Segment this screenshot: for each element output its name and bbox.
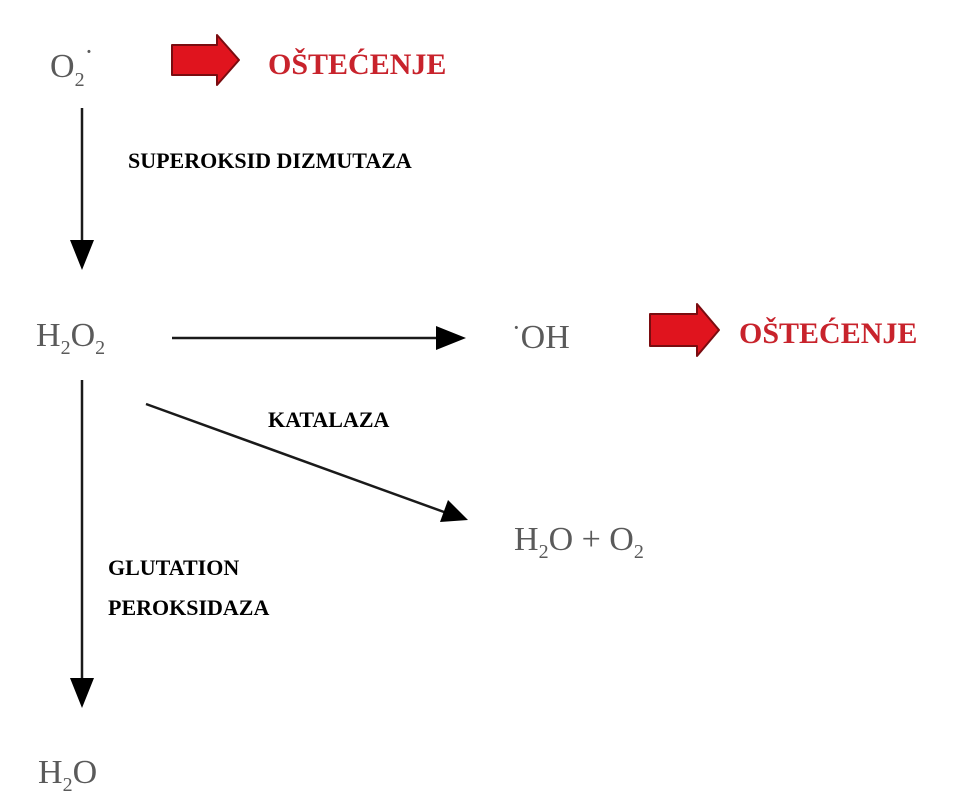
superoxide-subscript: 2 (75, 69, 85, 91)
wo-h: H (514, 521, 539, 558)
sod-enzyme-label: SUPEROKSID DIZMUTAZA (128, 148, 412, 173)
superoxide-base: O (50, 48, 75, 85)
red-block-arrow-icon (171, 34, 240, 86)
water-label: H2O (38, 754, 97, 796)
hydrogen-peroxide-label: H2O2 (36, 317, 105, 359)
superoxide-label: O2· (50, 37, 93, 91)
wo-o-plus-o: O + O (549, 521, 634, 558)
damage-label-top: OŠTEĆENJE (268, 48, 446, 81)
black-arrowhead-icon (436, 326, 466, 350)
h2o2-o: O (71, 317, 96, 354)
catalase-enzyme-label: KATALAZA (268, 407, 390, 432)
wo-sub-h: 2 (539, 541, 549, 563)
water-o: O (73, 754, 98, 791)
superoxide-radical-dot: · (85, 37, 94, 66)
wo-sub-o: 2 (634, 541, 644, 563)
red-block-arrow-icon (649, 303, 720, 357)
gpx-enzyme-label-line2: PEROKSIDAZA (108, 595, 269, 620)
black-arrowhead-icon (70, 678, 94, 708)
black-arrowhead-icon (70, 240, 94, 270)
hydroxyl-base: OH (521, 319, 570, 356)
h2o2-sub-o: 2 (95, 337, 105, 359)
damage-label-right: OŠTEĆENJE (739, 317, 917, 350)
h2o2-h: H (36, 317, 61, 354)
h2o2-sub-h: 2 (61, 337, 71, 359)
black-arrowhead-icon (440, 500, 468, 522)
water-plus-oxygen-label: H2O + O2 (514, 521, 644, 563)
gpx-enzyme-label-line1: GLUTATION (108, 555, 239, 580)
water-h: H (38, 754, 63, 791)
water-sub-h: 2 (63, 774, 73, 796)
hydroxyl-radical-dot: · (512, 313, 521, 342)
hydroxyl-radical-label: ·OH (512, 313, 570, 356)
catalase-arrow-line (145, 402, 445, 514)
